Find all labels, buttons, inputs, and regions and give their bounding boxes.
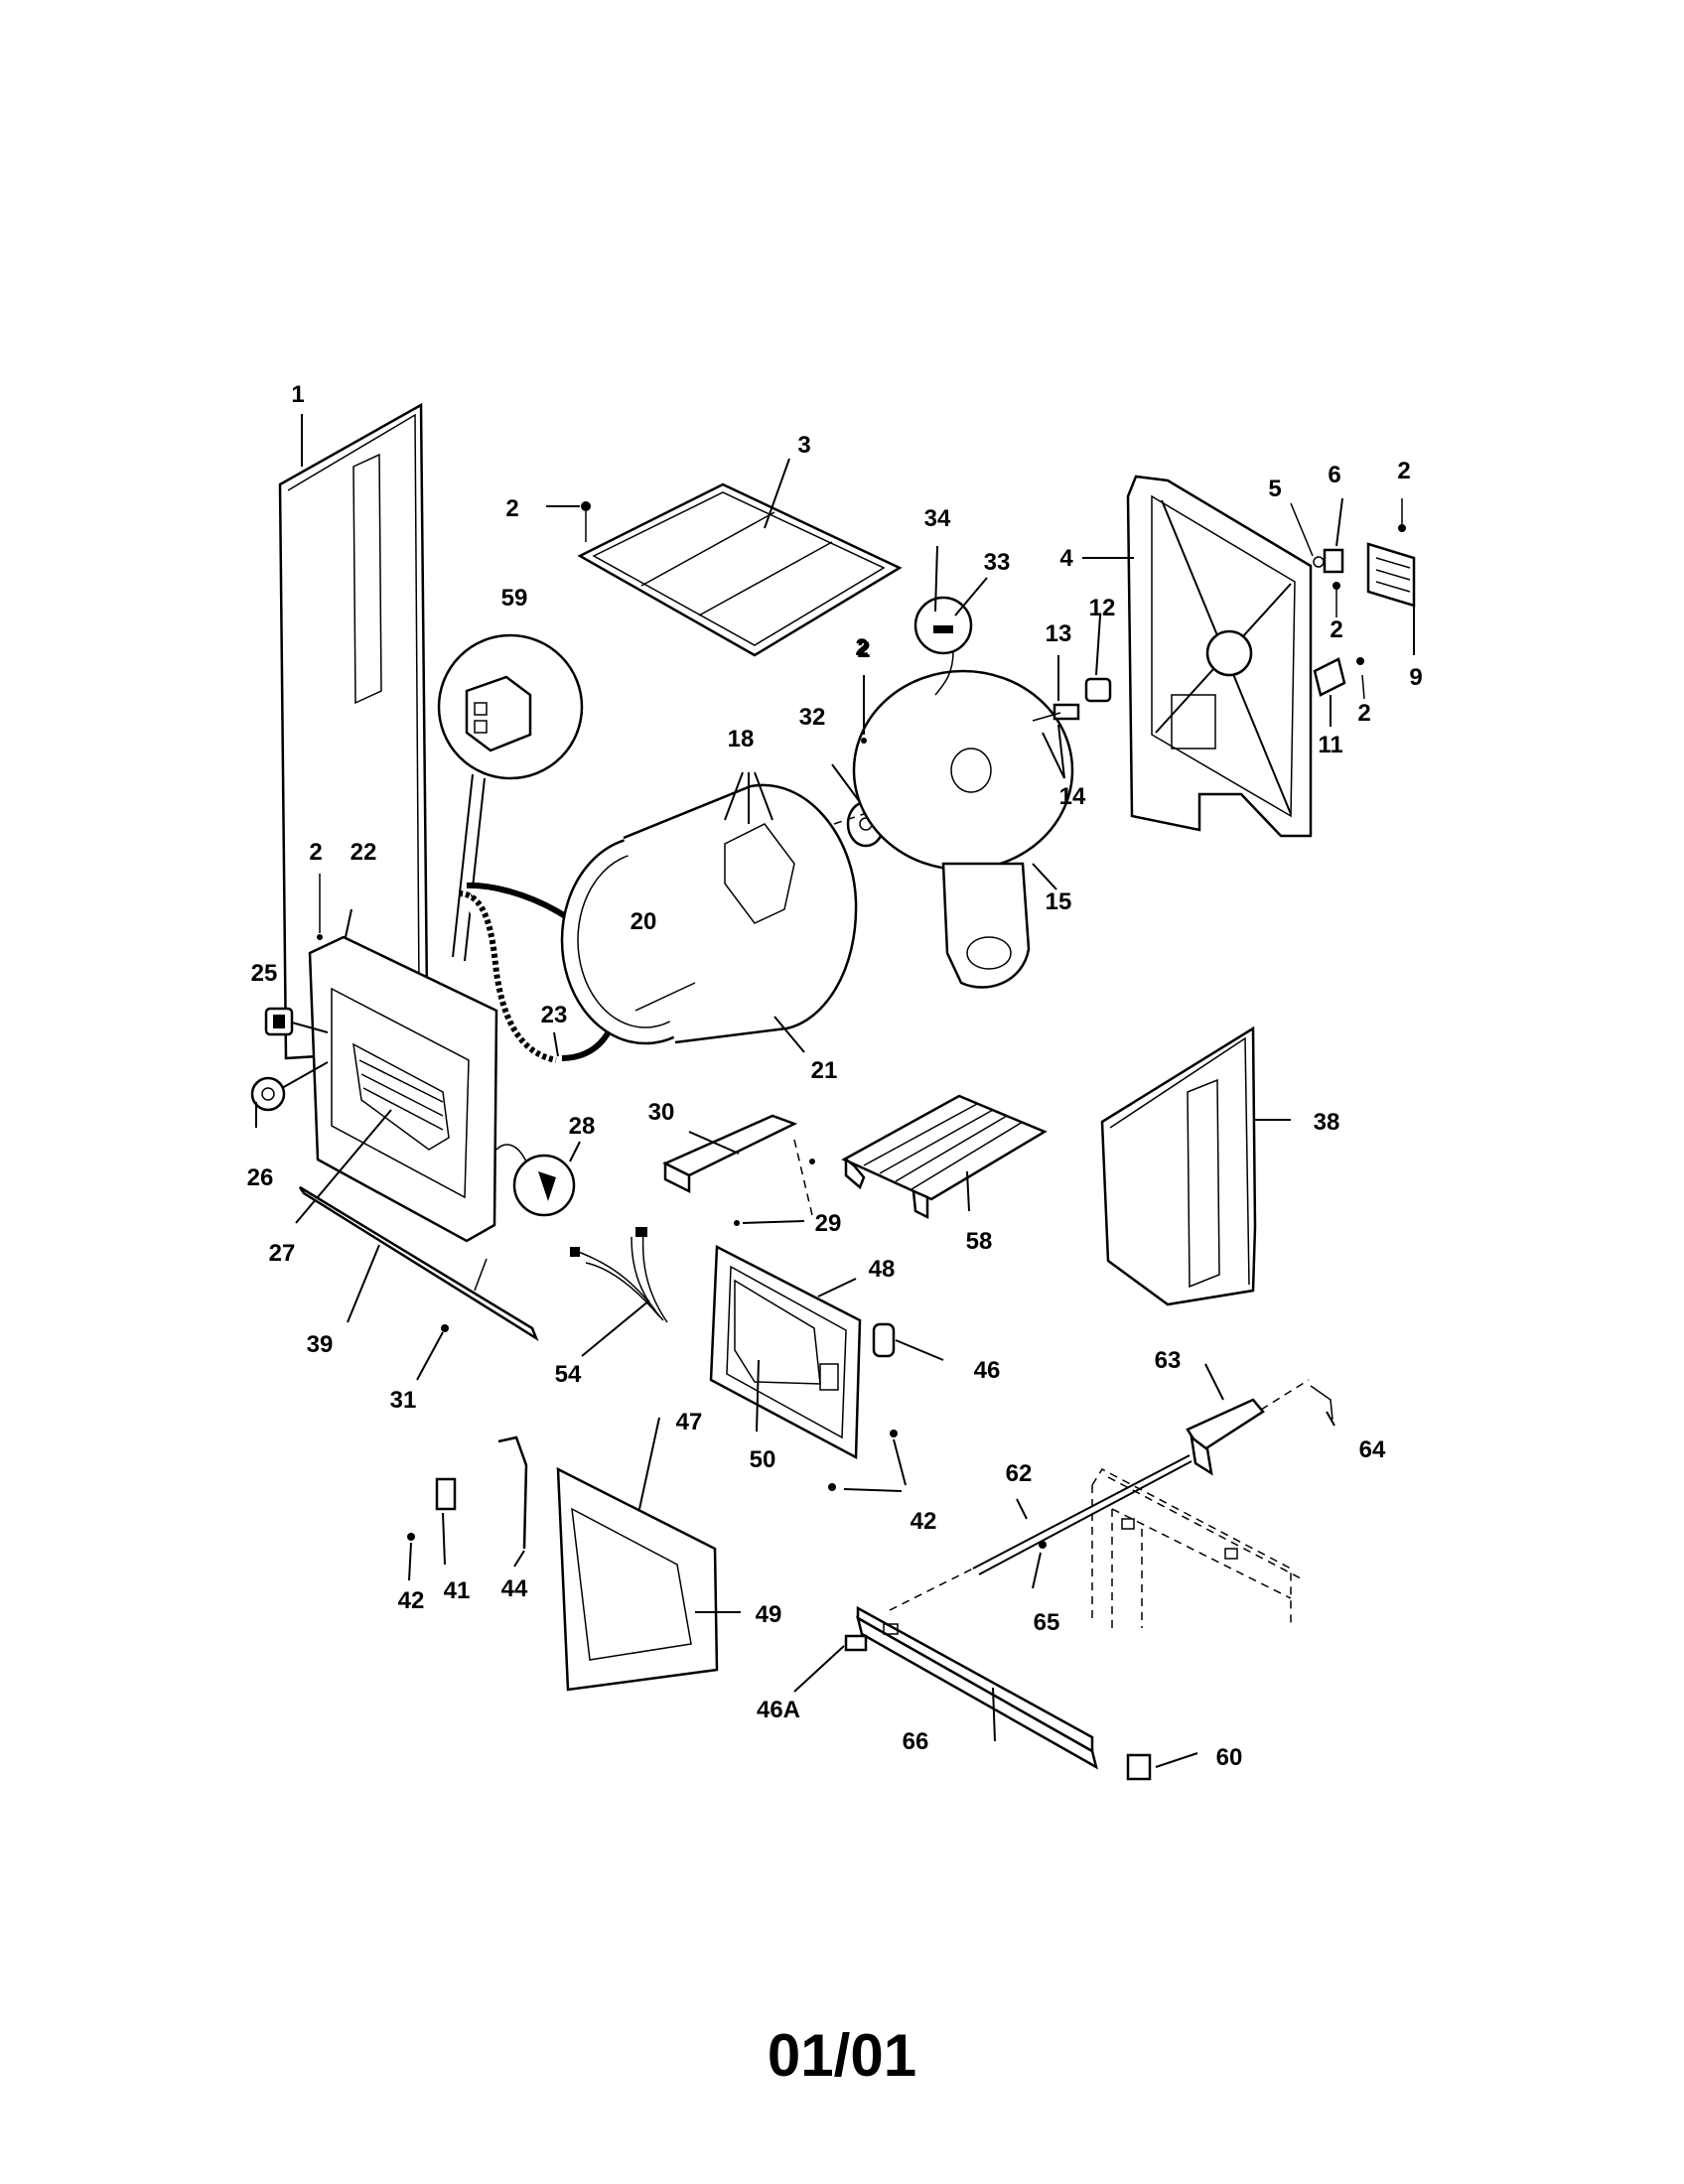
callout-30: 30 <box>648 1099 675 1126</box>
page-number-label: 01/01 <box>767 2022 917 2089</box>
callout-22: 22 <box>351 839 377 866</box>
callout-49: 49 <box>756 1601 782 1628</box>
parts-29-30-bracket <box>662 1114 815 1226</box>
part-46-hinge-cover <box>872 1322 944 1361</box>
callout-60: 60 <box>1216 1744 1243 1771</box>
callout-66: 66 <box>903 1728 929 1755</box>
callout-64: 64 <box>1359 1436 1386 1463</box>
callout-23: 23 <box>541 1002 568 1028</box>
callout-labels: 1 2 3 2 4 5 6 2 2 9 2 11 34 33 12 13 14 … <box>247 381 1423 1771</box>
callout-58: 58 <box>966 1228 993 1255</box>
callout-32: 32 <box>799 704 826 731</box>
part-3-top-panel <box>546 458 903 657</box>
callout-54: 54 <box>555 1361 582 1388</box>
callout-2: 2 <box>1397 458 1410 484</box>
part-48-door-frame <box>709 1244 862 1460</box>
callout-11: 11 <box>1318 732 1342 758</box>
callout-2: 2 <box>1357 700 1370 727</box>
callout-42: 42 <box>398 1587 425 1614</box>
part-27-lint-screen-leader <box>295 1109 392 1224</box>
callout-47: 47 <box>676 1409 703 1435</box>
callout-31: 31 <box>390 1387 417 1414</box>
callout-6: 6 <box>1328 462 1340 488</box>
callout-14: 14 <box>1059 783 1086 810</box>
parts-60-66-leveling-assembly <box>793 1363 1335 1781</box>
part-47-door-panel <box>556 1417 741 1692</box>
callout-25: 25 <box>251 960 278 987</box>
callout-46: 46 <box>974 1357 1001 1384</box>
callout-20: 20 <box>631 908 657 935</box>
part-15-rear-bulkhead <box>852 669 1074 989</box>
callout-4: 4 <box>1059 545 1073 572</box>
callout-2: 2 <box>309 839 322 866</box>
callout-44: 44 <box>501 1575 528 1602</box>
callout-2: 2 <box>857 636 870 663</box>
part-22-front-panel <box>308 874 498 1243</box>
callout-9: 9 <box>1409 664 1422 691</box>
part-59-terminal-block-inset <box>437 633 584 962</box>
part-28-sensor <box>495 1141 581 1217</box>
callout-3: 3 <box>797 432 810 459</box>
parts-33-34-thermostat-inset <box>913 545 988 696</box>
part-39-door-trim <box>298 1185 539 1381</box>
callout-15: 15 <box>1046 888 1072 915</box>
callout-13: 13 <box>1046 620 1072 647</box>
callout-1: 1 <box>291 381 304 408</box>
callout-48: 48 <box>869 1256 896 1283</box>
callout-2: 2 <box>1330 616 1342 643</box>
callout-50: 50 <box>750 1446 776 1473</box>
part-58-drying-rack <box>841 1094 1048 1220</box>
part-4-rear-panel <box>1082 475 1313 838</box>
parts-41-42-44-hardware <box>407 1430 907 1581</box>
callout-18: 18 <box>728 726 755 752</box>
callout-27: 27 <box>269 1240 296 1267</box>
callout-62: 62 <box>1006 1460 1033 1487</box>
callout-2: 2 <box>855 634 868 661</box>
callout-65: 65 <box>1034 1609 1060 1636</box>
callout-33: 33 <box>984 549 1011 576</box>
callout-59: 59 <box>501 585 528 612</box>
callout-21: 21 <box>811 1057 838 1084</box>
parts-12-13-14-switch <box>1032 614 1112 779</box>
callout-5: 5 <box>1268 476 1281 502</box>
callout-2: 2 <box>505 495 518 522</box>
callout-46A: 46A <box>757 1697 800 1723</box>
callout-39: 39 <box>307 1331 334 1358</box>
callout-42: 42 <box>911 1508 937 1535</box>
callout-34: 34 <box>924 505 951 532</box>
parts-5-6-9-11-small-rear-parts <box>1290 497 1416 727</box>
callout-63: 63 <box>1155 1347 1182 1374</box>
callout-28: 28 <box>569 1113 596 1140</box>
part-38-right-side-panel <box>1100 1025 1291 1306</box>
callout-12: 12 <box>1089 595 1116 621</box>
part-21-drum <box>560 771 858 1053</box>
callout-38: 38 <box>1314 1109 1340 1136</box>
callout-29: 29 <box>815 1210 842 1237</box>
callout-26: 26 <box>247 1164 274 1191</box>
part-54-wire-harness <box>570 1227 668 1357</box>
callout-41: 41 <box>444 1577 471 1604</box>
parts-25-26-controls <box>250 1007 329 1128</box>
